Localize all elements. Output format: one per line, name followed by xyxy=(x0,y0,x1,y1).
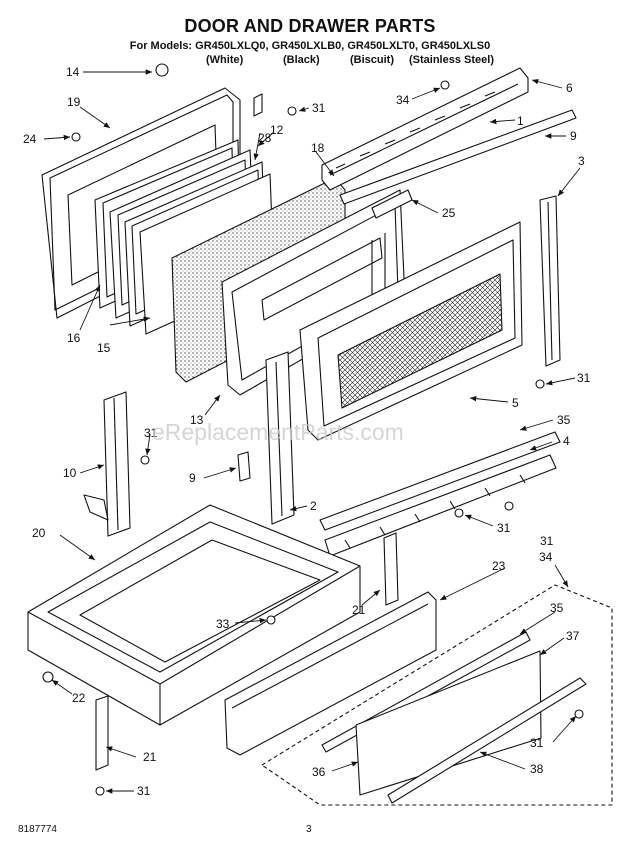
callout-12: 12 xyxy=(270,123,284,137)
callout-25: 25 xyxy=(442,206,456,220)
callout-labels: 14 19 31 28 12 18 34 6 1 9 3 25 24 15 16… xyxy=(23,65,591,798)
callout-3: 3 xyxy=(578,154,585,168)
part-drawer-body xyxy=(27,504,361,726)
callout-9: 9 xyxy=(189,471,196,485)
callout-29b: 31 xyxy=(577,371,591,385)
part-spacer xyxy=(237,451,251,482)
color-black: (Black) xyxy=(283,54,320,66)
callout-23: 24 xyxy=(23,132,37,146)
callout-22: 22 xyxy=(72,691,86,705)
callout-34: 34 xyxy=(539,550,553,564)
callout-16: 16 xyxy=(67,331,81,345)
part-door-top-trim xyxy=(321,67,577,205)
callout-29d: 31 xyxy=(497,521,511,535)
callout-5: 5 xyxy=(512,396,519,410)
diagram-title: DOOR AND DRAWER PARTS xyxy=(184,16,436,36)
callout-1: 1 xyxy=(517,114,524,128)
callout-13: 13 xyxy=(190,413,204,427)
callout-19: 19 xyxy=(67,95,81,109)
part-side-trim-right xyxy=(539,195,561,367)
callout-leaders xyxy=(43,69,581,794)
color-white: (White) xyxy=(206,54,244,66)
color-biscuit: (Biscuit) xyxy=(350,54,394,66)
part-drawer-trim-pieces xyxy=(321,631,587,804)
callout-30: 33 xyxy=(216,617,230,631)
part-side-trim-left xyxy=(265,351,295,525)
callout-29f: 31 xyxy=(530,736,544,750)
callout-29c: 31 xyxy=(144,426,158,440)
callout-31: 34 xyxy=(396,93,410,107)
part-door-hinge xyxy=(83,391,131,537)
footer-page-number: 3 xyxy=(306,824,312,835)
callout-29e: 31 xyxy=(540,534,554,548)
callout-20: 20 xyxy=(32,526,46,540)
callout-21b: 21 xyxy=(143,750,157,764)
footer-part-number: 8187774 xyxy=(18,824,57,835)
part-oven-door-outer xyxy=(299,221,523,441)
callout-29g: 31 xyxy=(137,784,151,798)
color-stainless: (Stainless Steel) xyxy=(409,54,494,66)
callout-33: 35 xyxy=(557,413,571,427)
callout-28: 28 xyxy=(258,131,272,145)
callout-14: 14 xyxy=(66,65,80,79)
callout-18: 18 xyxy=(311,141,325,155)
callout-10: 10 xyxy=(63,466,77,480)
callout-6: 6 xyxy=(566,81,573,95)
callout-36: 36 xyxy=(312,765,326,779)
callout-35: 35 xyxy=(550,601,564,615)
callout-37: 37 xyxy=(566,629,580,643)
callout-8: 9 xyxy=(570,129,577,143)
callout-38: 38 xyxy=(530,762,544,776)
callout-4: 4 xyxy=(563,434,570,448)
callout-15: 15 xyxy=(97,341,111,355)
callout-24: 23 xyxy=(492,559,506,573)
callout-2: 2 xyxy=(310,499,317,513)
models-line: For Models: GR450LXLQ0, GR450LXLB0, GR45… xyxy=(129,40,491,52)
part-screws xyxy=(42,63,584,796)
watermark: eReplacementParts.com xyxy=(152,419,404,445)
part-drawer-slide xyxy=(95,532,399,771)
part-drawer-front xyxy=(224,591,437,756)
callout-21: 21 xyxy=(352,603,366,617)
callout-29: 31 xyxy=(312,101,326,115)
part-door-bottom-rail xyxy=(319,431,561,557)
part-drawer-trim-kit xyxy=(261,584,613,806)
